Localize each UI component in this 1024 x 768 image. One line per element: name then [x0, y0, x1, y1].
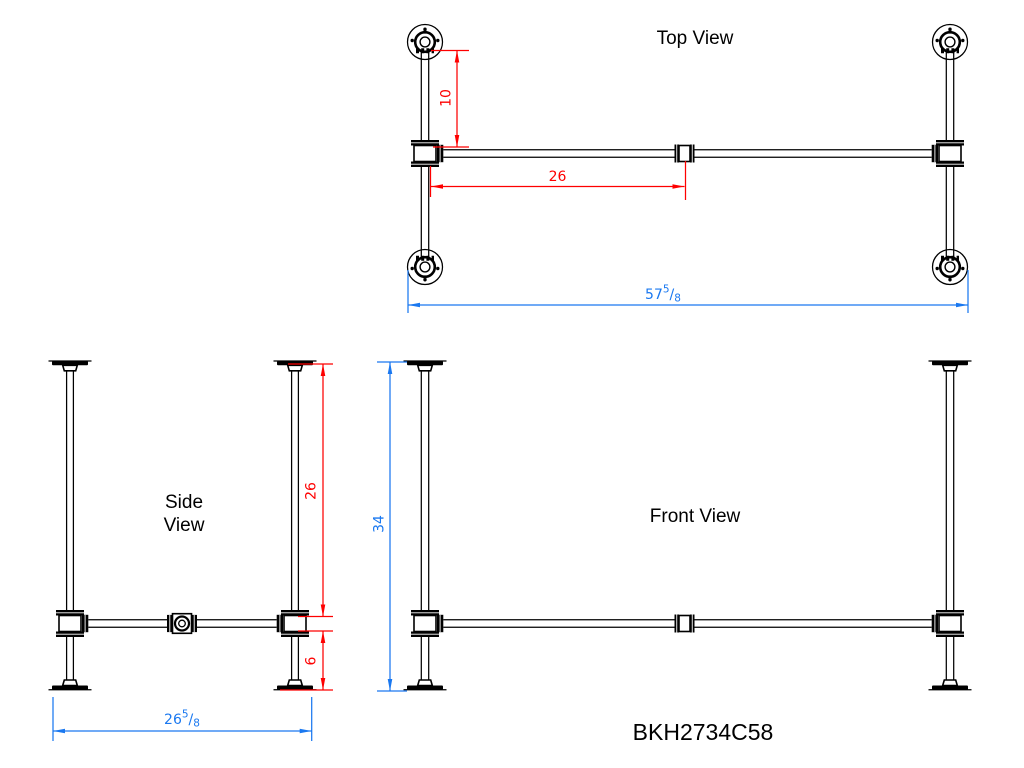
dim-side-upper-height: 26 — [288, 363, 333, 618]
dim-front-overall-height: 34 — [372, 361, 407, 692]
tee-fitting-front-left — [410, 609, 445, 638]
tee-fitting-side-left — [55, 609, 90, 638]
tee-fitting-side-right — [275, 609, 310, 638]
side-view-pipes — [65, 371, 300, 680]
tee-fitting-top-left — [410, 139, 445, 168]
dim-text-10: 10 — [439, 89, 455, 107]
dim-text-34: 34 — [372, 515, 388, 533]
dim-text-6: 6 — [304, 656, 320, 665]
top-view-label: Top View — [657, 28, 734, 49]
dim-top-crossbar-half-span: 26 — [429, 161, 687, 200]
top-view: 10 26 575/8 Top View — [407, 25, 969, 313]
front-view-label: Front View — [650, 506, 741, 527]
dim-text-26-5-8: 265/8 — [164, 709, 200, 730]
front-view-pipes — [420, 371, 955, 680]
side-view-label-line2: View — [164, 515, 205, 536]
front-view: 34 Front View — [372, 360, 973, 692]
dim-text-26-side: 26 — [304, 482, 320, 500]
side-view: 26 6 265/8 Side View — [47, 360, 333, 741]
dim-top-overall-width: 575/8 — [407, 270, 969, 313]
pipe-coupling-front — [673, 613, 696, 634]
side-view-label-line1: Side — [165, 492, 203, 513]
dim-top-flange-to-crossbar: 10 — [431, 49, 469, 148]
center-tee-end-on — [165, 612, 199, 635]
dim-text-26-top: 26 — [549, 169, 567, 185]
tee-fitting-top-right — [930, 139, 965, 168]
pipe-coupling-top — [673, 143, 696, 164]
dim-side-overall-depth: 265/8 — [52, 697, 313, 741]
dim-side-lower-clearance: 6 — [280, 630, 333, 691]
part-number: BKH2734C58 — [633, 719, 774, 745]
dim-text-57-5-8: 575/8 — [645, 284, 681, 305]
tee-fitting-front-right — [930, 609, 965, 638]
